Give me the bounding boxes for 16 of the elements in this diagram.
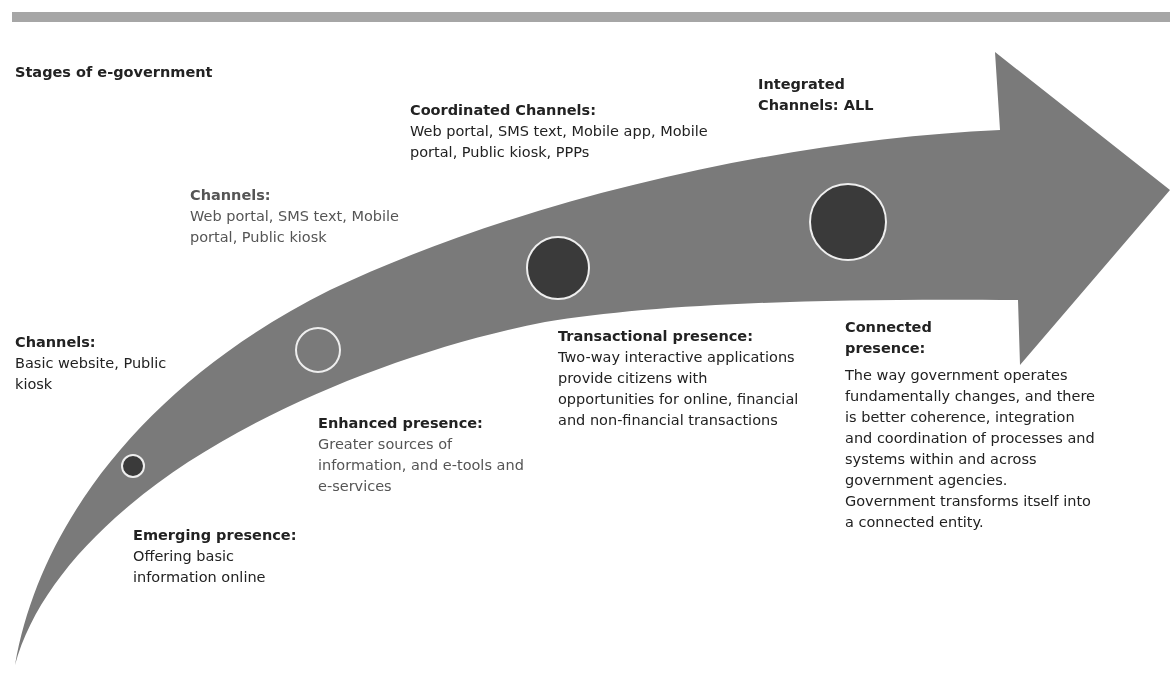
stage-description: Greater sources of information, and e-tools and e-services	[318, 435, 525, 496]
diagram-title: Stages of e-government	[15, 63, 213, 82]
stage-description: Web portal, SMS text, Mobile portal, Public kiosk	[190, 207, 400, 247]
stage-heading: Integrated Channels: ALL	[758, 75, 875, 115]
stage-heading: Connected presence:	[845, 318, 933, 358]
stage-heading: Channels:	[190, 186, 272, 205]
stage-heading: Enhanced presence:	[318, 414, 484, 433]
stage-description: Offering basic information online	[133, 547, 267, 587]
stage-heading: Transactional presence:	[558, 327, 754, 346]
stage-heading: Channels:	[15, 333, 97, 352]
stage-heading: Emerging presence:	[133, 526, 298, 545]
stage-description: The way government operates fundamentally changes, and there is better coherence, integration and coordination of processes and systems within and across government agencies. Government transforms itself into a connected entity.	[845, 366, 1095, 532]
stage-description: Two-way interactive applications provide citizens with opportunities for online, financial and non-financial transactions	[558, 348, 800, 430]
stage-description: Web portal, SMS text, Mobile app, Mobile portal, Public kiosk, PPPs	[410, 122, 709, 162]
stage-heading: Coordinated Channels:	[410, 101, 597, 120]
stage-description: Basic website, Public kiosk	[15, 354, 168, 394]
